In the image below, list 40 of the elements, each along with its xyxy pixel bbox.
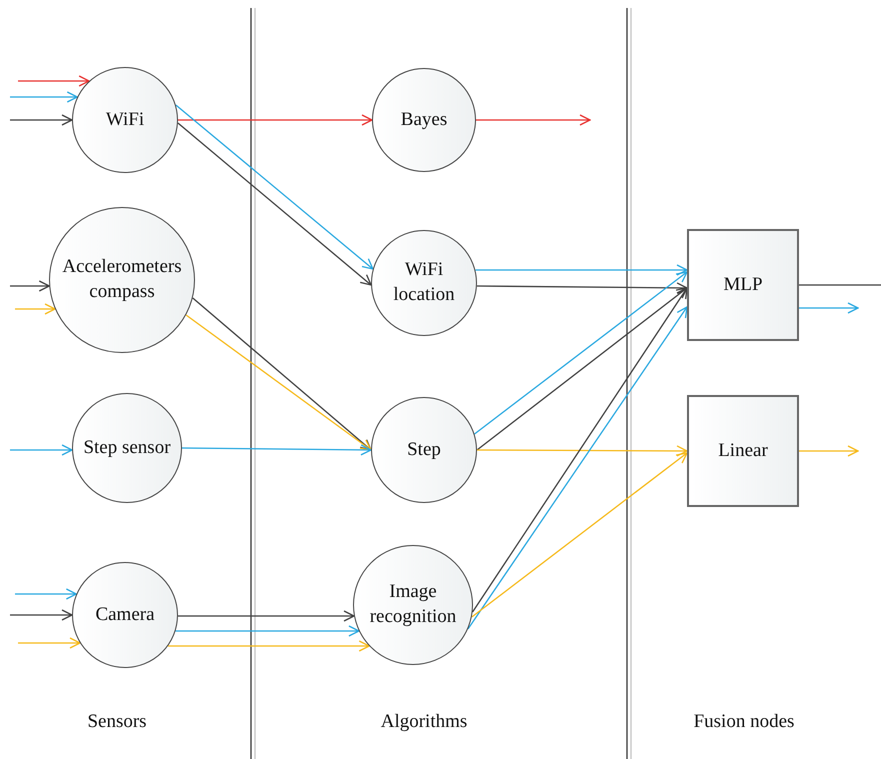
process-box — [687, 395, 799, 507]
arrow — [10, 444, 73, 456]
arrow — [178, 122, 372, 286]
node-label: WiFi — [106, 108, 144, 132]
node-label: WiFi location — [392, 258, 456, 307]
arrow — [178, 114, 373, 126]
arrow — [182, 444, 372, 456]
arrow — [10, 280, 50, 292]
arrow — [476, 114, 591, 126]
node-label: Linear — [718, 438, 768, 463]
arrow — [474, 271, 688, 435]
node-label: Accelerometers compass — [61, 255, 183, 304]
arrow — [15, 588, 77, 600]
arrow — [799, 445, 859, 457]
arrow — [476, 282, 688, 294]
node-label: Camera — [95, 602, 155, 627]
arrow — [471, 452, 688, 618]
node-label: MLP — [723, 272, 763, 297]
arrow — [475, 264, 688, 276]
node-label: Step sensor — [83, 436, 171, 460]
arrow — [10, 91, 78, 103]
arrow — [178, 610, 355, 622]
process-box — [687, 229, 799, 341]
arrow — [477, 445, 688, 457]
arrow — [18, 637, 81, 649]
arrow — [175, 104, 374, 270]
node-label: Bayes — [400, 108, 448, 132]
node-label: Image recognition — [368, 580, 458, 629]
column-heading: Sensors — [87, 711, 147, 733]
arrow — [18, 75, 90, 87]
arrow — [799, 302, 859, 314]
arrow — [476, 287, 688, 451]
arrow — [10, 609, 73, 621]
node-label: Step — [407, 438, 441, 462]
arrow — [168, 640, 370, 652]
arrow — [10, 114, 73, 126]
column-heading: Fusion nodes — [694, 711, 794, 733]
arrow — [176, 625, 360, 637]
column-heading: Algorithms — [380, 711, 468, 733]
arrow — [15, 303, 56, 315]
